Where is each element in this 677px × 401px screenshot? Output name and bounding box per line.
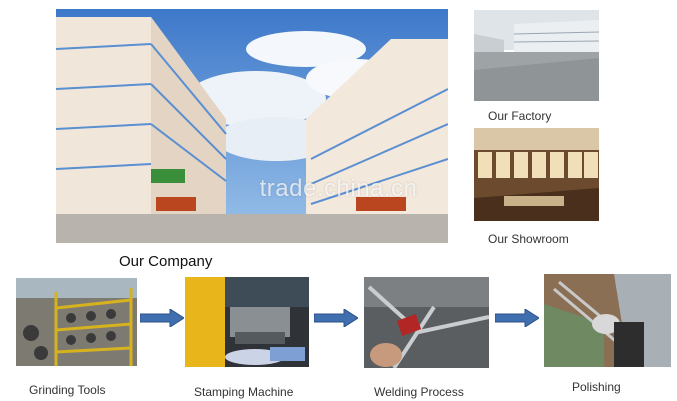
factory-caption: Our Factory [488, 109, 552, 123]
grinding-tools-photo [16, 278, 137, 366]
polishing-caption: Polishing [572, 380, 621, 394]
polishing-photo [544, 274, 671, 367]
factory-photo [474, 10, 599, 101]
showroom-caption: Our Showroom [488, 232, 569, 246]
stamping-machine-photo [185, 277, 309, 367]
arrow-right-icon [495, 309, 539, 327]
company-title: Our Company [119, 253, 213, 270]
arrow-right-icon [140, 309, 184, 327]
welding-process-photo [364, 277, 489, 368]
showroom-photo [474, 128, 599, 221]
stamping-machine-caption: Stamping Machine [194, 385, 294, 399]
welding-process-caption: Welding Process [374, 385, 464, 399]
company-building-photo [56, 9, 448, 243]
arrow-right-icon [314, 309, 358, 327]
grinding-tools-caption: Grinding Tools [29, 383, 106, 397]
